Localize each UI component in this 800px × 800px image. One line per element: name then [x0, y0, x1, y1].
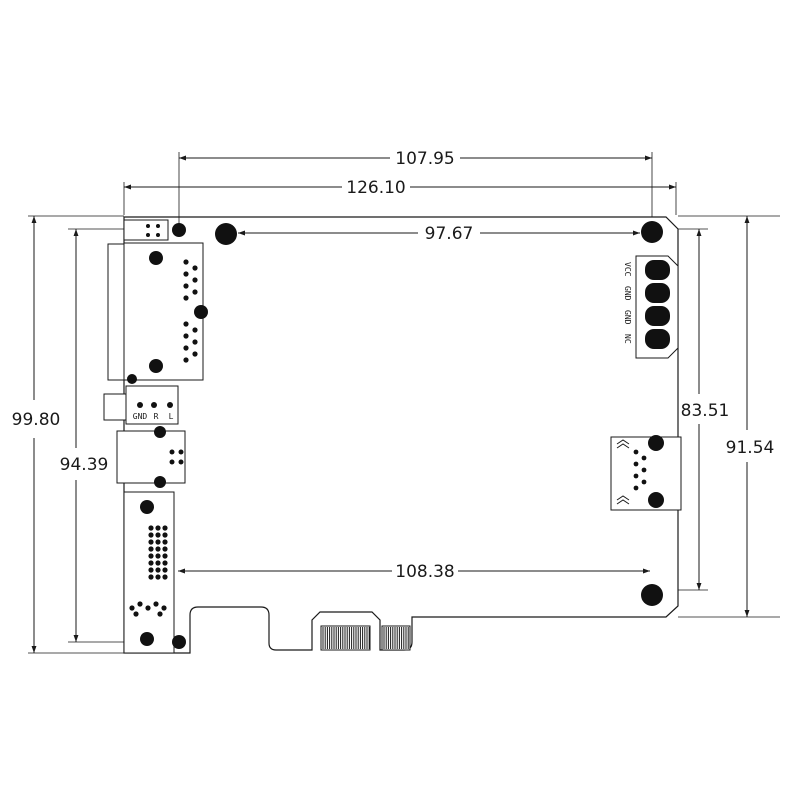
dvi-analog-pin: [137, 601, 143, 607]
dim-label-right-outer: 91.54: [726, 438, 775, 458]
dimension-126-10: 126.10: [124, 178, 676, 198]
dvi-analog-pin: [145, 605, 151, 611]
dim-label-left-inner: 94.39: [60, 455, 109, 475]
dvi-pin: [148, 539, 154, 545]
dvi-pin: [162, 574, 168, 580]
power-pin-label-nc: NC: [623, 334, 632, 344]
mounting-hole-top-left: [215, 223, 237, 245]
usb-connector: [116, 426, 186, 488]
dim-label-top-inner: 107.95: [395, 149, 454, 169]
dimension-99-80: 99.80: [12, 216, 61, 653]
dvi-pin: [162, 532, 168, 538]
dvi-pin: [162, 567, 168, 573]
dvi-pin: [148, 546, 154, 552]
audio-pin-label-r: R: [154, 412, 159, 421]
audio-pin-label-l: L: [169, 412, 174, 421]
dim-label-hole-span-bottom: 108.38: [395, 562, 454, 582]
dvi-connector: [123, 491, 186, 654]
dvi-analog-pin: [153, 601, 159, 607]
board-outline: [123, 216, 679, 654]
dvi-pin: [162, 553, 168, 559]
dvi-pin: [148, 567, 154, 573]
dvi-analog-pin: [129, 605, 135, 611]
dvi-pin: [148, 574, 154, 580]
dvi-pin: [148, 525, 154, 531]
dvi-pin: [162, 525, 168, 531]
dimension-94-39: 94.39: [60, 229, 109, 642]
rj45-connector: [610, 435, 682, 511]
dvi-pin: [155, 553, 161, 559]
dvi-pin: [155, 539, 161, 545]
dvi-pin: [162, 539, 168, 545]
dimension-108-38: 108.38: [178, 562, 650, 582]
power-pin-label-gnd-1: GND: [623, 286, 632, 301]
db-connector: [107, 242, 208, 381]
audio-jack: GND R L: [103, 374, 179, 425]
dvi-pin: [155, 574, 161, 580]
dvi-pin: [148, 560, 154, 566]
dvi-pin: [155, 532, 161, 538]
dvi-pin: [155, 567, 161, 573]
power-pin-label-gnd-2: GND: [623, 310, 632, 325]
top-left-header: [123, 219, 186, 241]
pcie-edge-fingers: [320, 625, 411, 651]
power-pin-label-vcc: VCC: [623, 262, 632, 277]
dvi-pin: [162, 546, 168, 552]
dimension-83-51: 83.51: [681, 229, 730, 590]
dvi-pin: [148, 553, 154, 559]
dvi-analog-pin: [161, 605, 167, 611]
audio-pin-label-gnd: GND: [133, 412, 148, 421]
dim-label-left-outer: 99.80: [12, 410, 61, 430]
dvi-pin: [155, 560, 161, 566]
dim-label-right-inner: 83.51: [681, 401, 730, 421]
dvi-pin: [155, 525, 161, 531]
dvi-pin: [162, 560, 168, 566]
dim-label-hole-span-top: 97.67: [425, 224, 474, 244]
mounting-hole-bottom-right: [641, 584, 663, 606]
mounting-hole-top-right: [641, 221, 663, 243]
power-connector: VCC GND GND NC: [623, 255, 679, 359]
dvi-analog-pin: [157, 611, 163, 617]
dimension-107-95: 107.95: [179, 149, 652, 169]
dvi-analog-pin: [133, 611, 139, 617]
dim-label-top-outer: 126.10: [346, 178, 405, 198]
dimension-91-54: 91.54: [726, 216, 775, 617]
mounting-holes: [215, 221, 663, 606]
dvi-pin: [155, 546, 161, 552]
dimension-97-67: 97.67: [238, 224, 640, 244]
dvi-pin: [148, 532, 154, 538]
